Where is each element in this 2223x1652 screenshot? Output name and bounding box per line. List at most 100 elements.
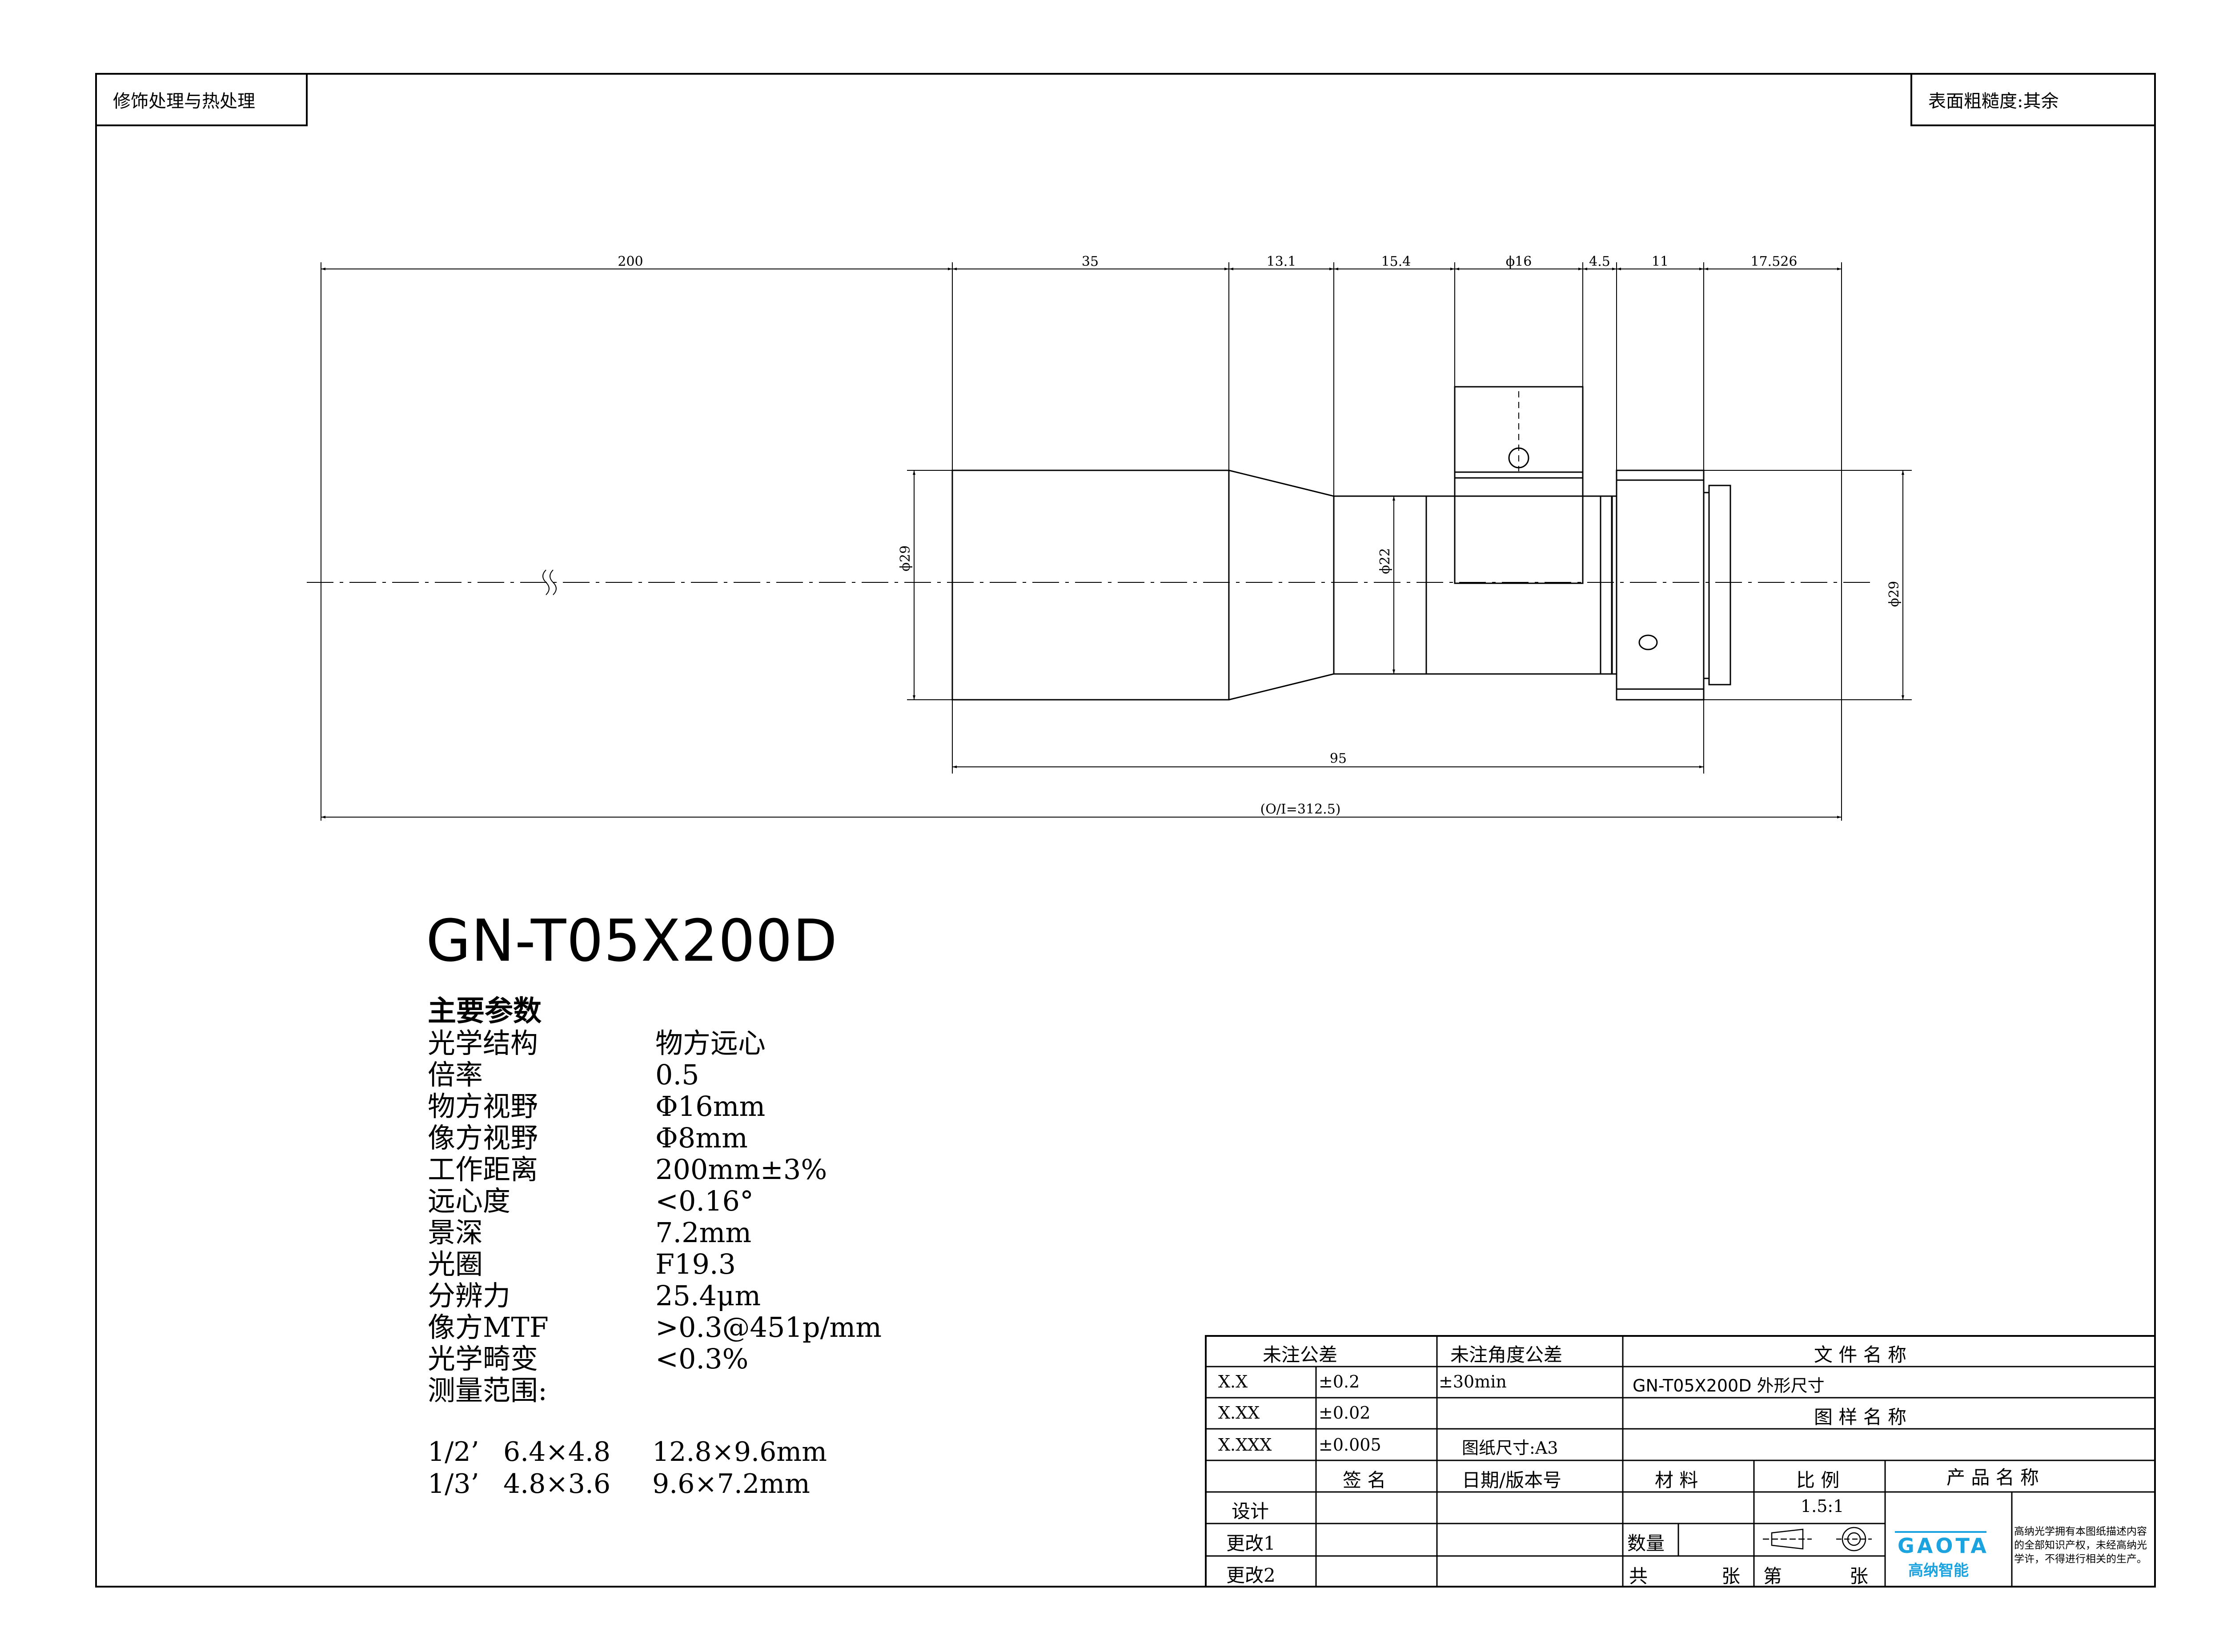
param-value: Φ8mm: [655, 1122, 748, 1154]
title-block: [1205, 1335, 2156, 1588]
design-label: 设计: [1232, 1500, 1269, 1522]
param-value: 25.4μm: [655, 1279, 761, 1312]
range-row: 1/3’ 4.8×3.6 9.6×7.2mm: [428, 1468, 827, 1500]
param-row: 倍率 0.5: [428, 1059, 882, 1091]
angle-tol-head: 未注角度公差: [1450, 1344, 1563, 1366]
tol-grade: X.XXX: [1218, 1435, 1272, 1455]
param-row: 光学结构 物方远心: [428, 1027, 882, 1059]
screw-hole-rear: [1638, 634, 1658, 650]
param-value: 7.2mm: [655, 1216, 752, 1249]
param-value: 0.5: [655, 1059, 699, 1091]
company-logo-mark: [1895, 1531, 1986, 1533]
param-row: 物方视野 Φ16mm: [428, 1091, 882, 1122]
param-key: 远心度: [428, 1185, 511, 1217]
dim-text-35: 35: [1082, 254, 1099, 269]
param-key: 分辨力: [428, 1279, 511, 1312]
quantity-label: 数量: [1627, 1532, 1665, 1554]
param-value: Φ16mm: [655, 1090, 766, 1123]
company-logo: GAOTA: [1898, 1534, 1989, 1558]
scale-head: 比 例: [1796, 1469, 1840, 1491]
param-row: 景深 7.2mm: [428, 1217, 882, 1248]
total-sheets-label: 共: [1629, 1565, 1648, 1587]
angle-tol-value: ±30min: [1439, 1372, 1507, 1391]
projection-symbol: [1763, 1527, 1872, 1552]
field-dim: 12.8×9.6mm: [652, 1436, 827, 1468]
tol-grade: X.XX: [1218, 1403, 1260, 1423]
field-dim: 9.6×7.2mm: [652, 1468, 810, 1500]
material-head: 材 料: [1655, 1469, 1698, 1491]
sheet-no-label: 第: [1763, 1565, 1782, 1587]
sensor-size: 1/3’: [428, 1468, 479, 1500]
roughness-box: 表面粗糙度:其余: [1910, 73, 2156, 126]
sheet-unit-label: 张: [1721, 1565, 1741, 1587]
paper-size: 图纸尺寸:A3: [1462, 1438, 1558, 1458]
sensor-dim: 6.4×4.8: [503, 1436, 611, 1468]
tol-value: ±0.02: [1319, 1403, 1371, 1423]
rear-cap: [1708, 485, 1731, 686]
param-key: 测量范围:: [428, 1374, 547, 1407]
change1-label: 更改1: [1226, 1532, 1276, 1554]
param-value: >0.3@451p/mm: [655, 1311, 882, 1343]
param-row: 分辨力 25.4μm: [428, 1280, 882, 1311]
param-value: <0.3%: [655, 1343, 749, 1375]
product-model-title: GN-T05X200D: [426, 907, 838, 974]
dim-text-16: ϕ16: [1506, 254, 1532, 269]
param-value: 物方远心: [655, 1027, 766, 1059]
sheet-unit2-label: 张: [1850, 1565, 1869, 1587]
param-row: 像方MTF >0.3@451p/mm: [428, 1311, 882, 1343]
drawing-name-head: 图 样 名 称: [1814, 1406, 1907, 1428]
param-key: 像方MTF: [428, 1311, 549, 1343]
treatment-box: 修饰处理与热处理: [95, 73, 308, 126]
measurement-ranges: 1/2’ 6.4×4.8 12.8×9.6mm 1/3’ 4.8×3.6 9.6…: [428, 1436, 827, 1500]
drawing-frame: [95, 73, 2156, 1588]
scale-value: 1.5:1: [1801, 1496, 1844, 1516]
sign-head: 签 名: [1343, 1469, 1386, 1491]
parameters-heading: 主要参数: [428, 995, 542, 1028]
param-row: 测量范围:: [428, 1375, 882, 1406]
tol-value: ±0.2: [1319, 1372, 1360, 1391]
roughness-label: 表面粗糙度:其余: [1928, 91, 2059, 112]
dim-text-total: (O/I=312.5): [1260, 802, 1341, 817]
tol-head: 未注公差: [1263, 1344, 1338, 1366]
dim-text-4: 4.5: [1589, 254, 1610, 269]
dim-text-dia22: ϕ22: [1377, 548, 1393, 574]
product-name-head: 产 品 名 称: [1946, 1467, 2039, 1488]
date-version-head: 日期/版本号: [1462, 1469, 1562, 1491]
dim-text-200: 200: [618, 254, 643, 269]
param-row: 光学畸变 <0.3%: [428, 1343, 882, 1375]
tol-grade: X.X: [1218, 1372, 1248, 1391]
ip-notice: 高纳光学拥有本图纸描述内容的全部知识产权，未经高纳光学许，不得进行相关的生产。: [2014, 1526, 2147, 1565]
front-barrel: [951, 469, 1230, 701]
file-name-value: GN-T05X200D 外形尺寸: [1633, 1376, 1825, 1395]
param-key: 物方视野: [428, 1090, 538, 1123]
dim-text-dia29-left: ϕ29: [898, 545, 913, 572]
sensor-dim: 4.8×3.6: [503, 1468, 611, 1500]
mount-block: [1454, 386, 1584, 584]
dim-text-95: 95: [1330, 751, 1347, 766]
param-row: 光圈 F19.3: [428, 1248, 882, 1280]
param-key: 光学结构: [428, 1027, 538, 1059]
param-value: <0.16°: [655, 1185, 754, 1217]
param-key: 工作距离: [428, 1153, 538, 1186]
dim-text-11: 11: [1652, 254, 1669, 269]
tol-value: ±0.005: [1319, 1435, 1381, 1455]
dim-text-17: 17.526: [1751, 254, 1798, 269]
sensor-size: 1/2’: [428, 1436, 479, 1468]
param-key: 景深: [428, 1216, 483, 1249]
param-value: F19.3: [655, 1248, 736, 1280]
screw-hole-top: [1508, 447, 1529, 469]
param-row: 像方视野 Φ8mm: [428, 1122, 882, 1154]
param-key: 光圈: [428, 1248, 483, 1280]
param-key: 像方视野: [428, 1122, 538, 1154]
param-key: 光学畸变: [428, 1343, 538, 1375]
range-row: 1/2’ 6.4×4.8 12.8×9.6mm: [428, 1436, 827, 1468]
dim-text-13: 13.1: [1267, 254, 1296, 269]
file-name-head: 文 件 名 称: [1814, 1344, 1907, 1366]
dim-text-dia29-right: ϕ29: [1886, 581, 1902, 607]
main-parameters: 主要参数 光学结构 物方远心 倍率 0.5 物方视野 Φ16mm 像方视野 Φ8mm 工…: [428, 995, 882, 1407]
company-name-cn: 高纳智能: [1908, 1562, 1969, 1580]
param-key: 倍率: [428, 1059, 483, 1091]
